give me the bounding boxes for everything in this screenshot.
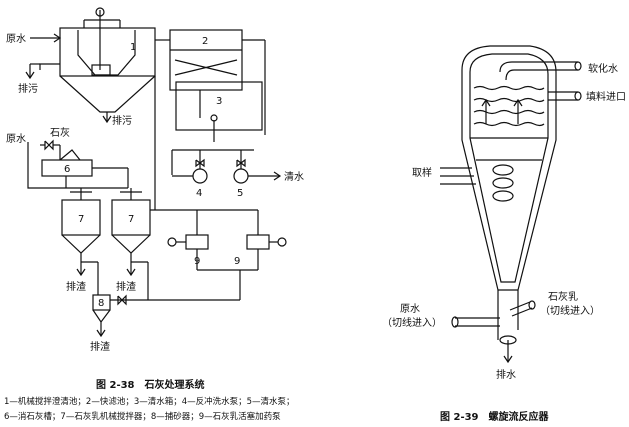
- label-raw-water-top: 原水: [6, 33, 26, 45]
- label-drain: 排水: [496, 368, 516, 381]
- clarifier-1: [25, 7, 170, 124]
- clear-water-tank-3: [171, 81, 263, 175]
- label-sampling: 取样: [412, 166, 432, 179]
- sand-trap-8: [92, 294, 240, 338]
- unit-number-5: 5: [237, 188, 243, 199]
- unit-number-2: 2: [202, 36, 208, 47]
- unit-number-4: 4: [196, 188, 202, 199]
- label-lime: 石灰: [50, 126, 70, 139]
- label-clear-water: 清水: [284, 170, 304, 183]
- unit-number-7b: 7: [128, 214, 134, 225]
- label-raw-water-sub: （切线进入）: [382, 316, 442, 329]
- label-raw-water-mid: 原水: [6, 133, 26, 145]
- unit-number-7a: 7: [78, 214, 84, 225]
- label-lime-milk-sub: （切线进入）: [540, 304, 600, 317]
- figure-39-caption: 图 2-39 螺旋流反应器: [440, 410, 550, 423]
- unit-number-8: 8: [98, 298, 104, 309]
- unit-number-3: 3: [216, 96, 222, 107]
- label-slag-right: 排渣: [116, 280, 136, 293]
- lime-slaker-6: [27, 139, 129, 189]
- label-soft-water: 软化水: [588, 62, 618, 75]
- unit-number-9b: 9: [234, 256, 240, 267]
- label-sludge-bottom: 排污: [112, 114, 132, 127]
- unit-number-9a: 9: [194, 256, 200, 267]
- unit-number-1: 1: [130, 42, 136, 53]
- label-raw-water: 原水: [400, 303, 420, 315]
- lime-milk-mixers-7: [61, 188, 151, 300]
- pumps-4-5: [172, 150, 282, 184]
- label-slag-left: 排渣: [66, 280, 86, 293]
- spiral-reactor-body: [440, 45, 582, 364]
- figure-38-caption: 图 2-38 石灰处理系统: [96, 378, 205, 391]
- label-lime-milk: 石灰乳: [548, 290, 578, 303]
- figure-38-legend-line1: 1—机械搅拌澄清池；2—快滤池；3—清水箱；4—反冲洗水泵；5—清水泵；: [4, 396, 295, 407]
- dosing-pumps-9: [150, 76, 287, 300]
- label-sludge-left: 排污: [18, 82, 38, 95]
- fast-filter-2: [169, 29, 266, 135]
- figure-38-legend-line2: 6—消石灰槽；7—石灰乳机械搅拌器；8—捕砂器；9—石灰乳活塞加药泵: [4, 411, 281, 422]
- unit-number-6: 6: [64, 164, 70, 175]
- label-filler-inlet: 填料进口: [586, 90, 626, 103]
- label-slag-bottom: 排渣: [90, 340, 110, 353]
